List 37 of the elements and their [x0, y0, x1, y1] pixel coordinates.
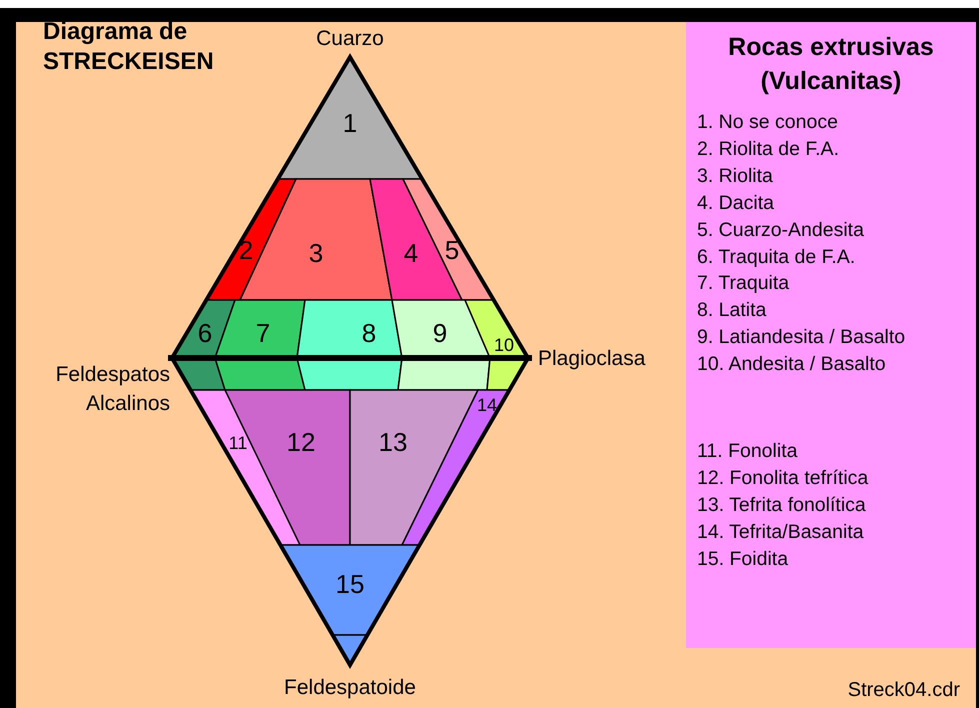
field-number: 10 — [494, 336, 514, 354]
legend-item: 13. Tefrita fonolítica — [697, 494, 867, 518]
legend-item: 15. Foidita — [697, 548, 790, 572]
legend-item: 10. Andesita / Basalto — [697, 353, 887, 377]
legend-item: 6. Traquita de F.A. — [697, 246, 856, 269]
vertex-label: Feldespatos Alcalinos — [54, 362, 170, 417]
diagram-title: Diagrama de STRECKEISEN — [43, 17, 215, 77]
legend-item: 2. Riolita de F.A. — [697, 138, 840, 162]
vertex-label: Cuarzo — [315, 26, 385, 51]
legend-heading: Rocas extrusivas (Vulcanitas) — [727, 32, 935, 97]
legend-item: 1. No se conoce — [697, 111, 839, 134]
field-number: 5 — [444, 237, 460, 263]
legend-item: 9. Latiandesita / Basalto — [697, 326, 906, 350]
field-number: 14 — [476, 396, 498, 414]
legend-item: 11. Fonolita — [697, 440, 798, 464]
field-number: 13 — [378, 429, 408, 455]
vertex-label: Feldespatoide — [283, 675, 417, 700]
field-number: 9 — [432, 320, 448, 346]
file-name: Streck04.cdr — [846, 678, 960, 702]
field-number: 15 — [336, 571, 364, 597]
field-number: 6 — [198, 320, 212, 346]
legend-item: 8. Latita — [697, 299, 768, 323]
legend-item: 12. Fonolita tefrítica — [697, 466, 870, 490]
legend-item: 7. Traquita — [697, 272, 790, 296]
field-number: 12 — [286, 429, 316, 455]
legend-item: 5. Cuarzo-Andesita — [697, 218, 865, 242]
legend-item: 14. Tefrita/Basanita — [697, 520, 865, 544]
field-number: 1 — [342, 110, 358, 136]
field-number: 3 — [308, 240, 324, 266]
field-number: 8 — [362, 320, 376, 346]
field-number: 4 — [404, 240, 418, 266]
field-number: 2 — [238, 237, 254, 263]
field-number: 11 — [228, 434, 248, 452]
legend-item: 4. Dacita — [697, 192, 775, 216]
vertex-label: Plagioclasa — [538, 346, 646, 371]
field-number: 7 — [256, 320, 270, 346]
legend-item: 3. Riolita — [697, 164, 774, 188]
